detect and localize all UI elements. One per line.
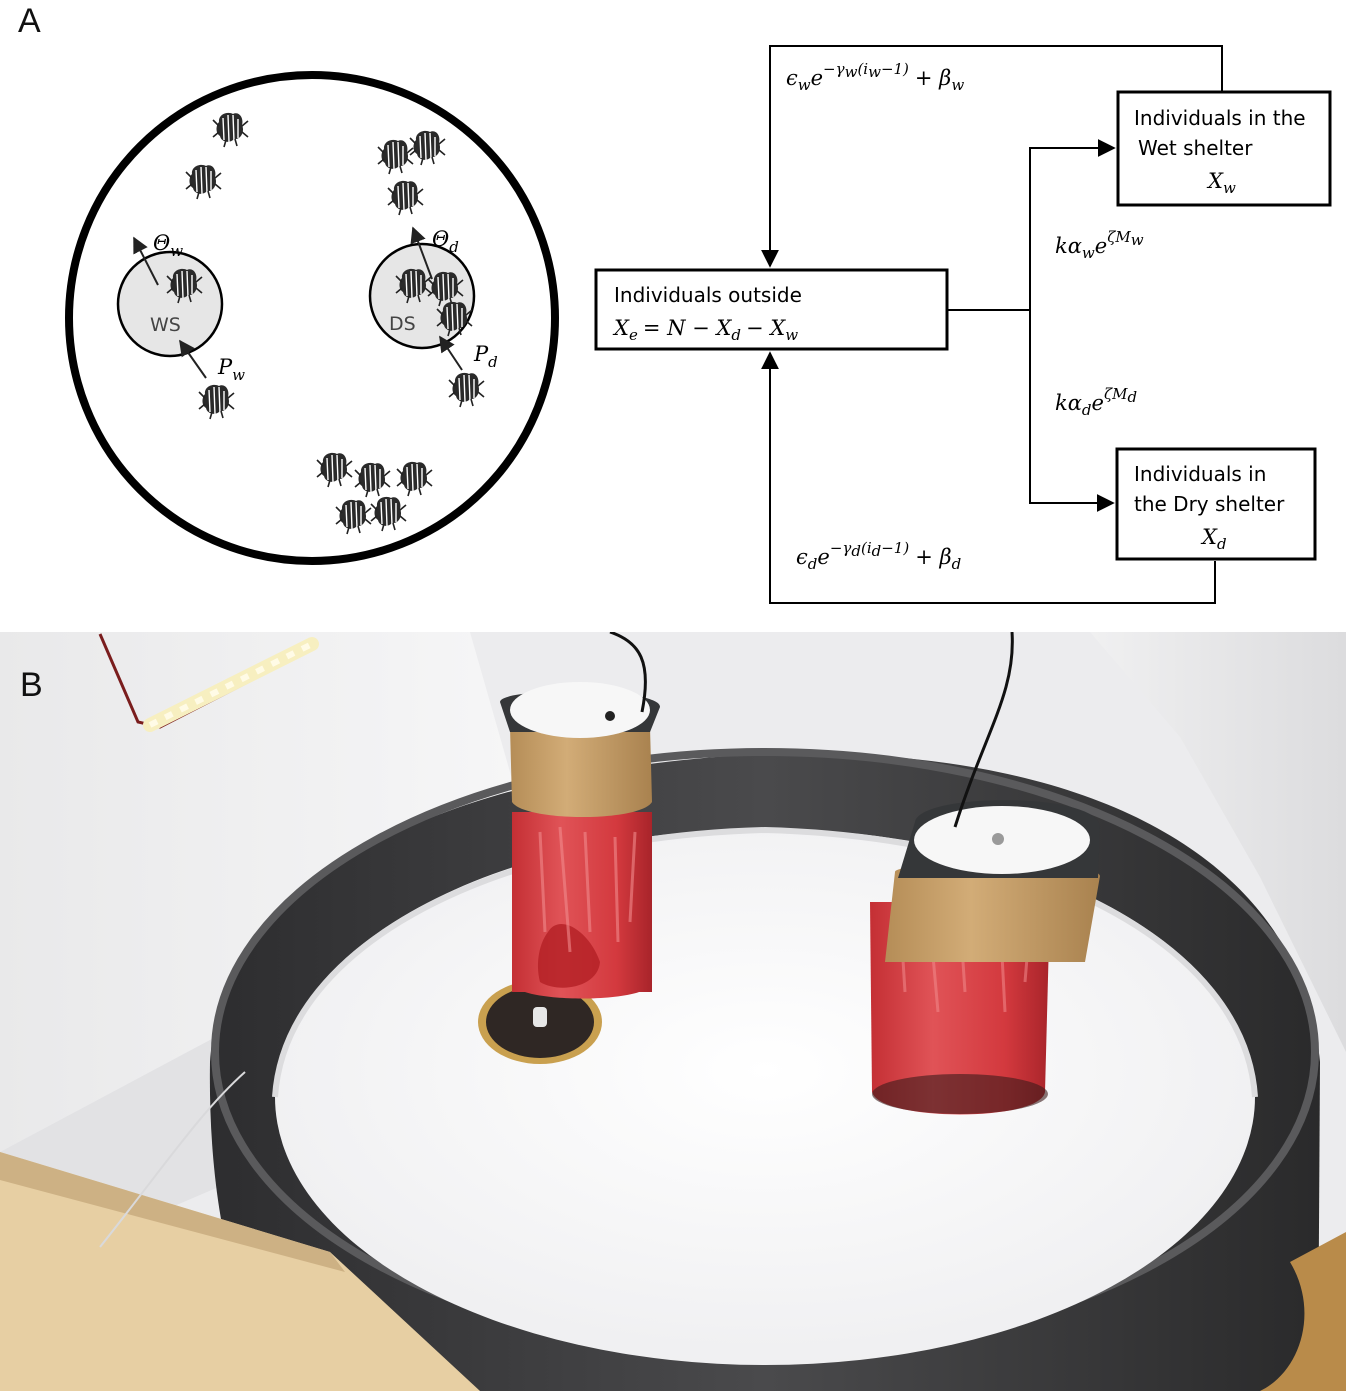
cable-right — [953, 632, 1014, 828]
dry-shelter-tube — [870, 632, 1100, 1115]
box-wet-shelter — [1116, 90, 1332, 207]
hole-plug — [533, 1007, 547, 1027]
led-lights — [148, 641, 314, 728]
box-wet-line1: Individuals in the — [1134, 106, 1306, 130]
left-wall — [0, 632, 520, 1152]
rate-leave-dry: ϵde−γd(id−1)+ βd — [796, 539, 961, 573]
wet-shelter-tube — [500, 632, 660, 999]
box-dry-line1: Individuals in — [1134, 462, 1266, 486]
tape-left — [510, 727, 652, 817]
box-wet-line2: Wet shelter — [1138, 136, 1253, 160]
panel-a-letter: A — [18, 2, 41, 40]
dry-shelter-label: DS — [389, 313, 416, 335]
flow-outside-to-dry — [1029, 310, 1115, 512]
box-outside-line1: Individuals outside — [614, 283, 802, 307]
rate-leave-wet: ϵwe−γw(iw−1)+ βw — [786, 60, 964, 94]
flow-dry-to-outside — [761, 351, 1216, 604]
wooden-board-edge — [0, 1152, 345, 1272]
panel-b-letter: B — [20, 666, 43, 704]
rate-enter-dry: kαdeζMd — [1055, 385, 1137, 419]
theta-d-arrow — [410, 226, 433, 280]
theta-w-label: Θw — [153, 231, 183, 260]
box-wet-line3: Xw — [1206, 169, 1236, 197]
red-drip — [537, 923, 600, 988]
p-w-label: Pw — [217, 355, 245, 384]
box-dry-line3: Xd — [1200, 525, 1227, 553]
cap-top-left — [510, 682, 650, 738]
box-outside-line2: Xe= N − Xd− Xw — [612, 316, 798, 344]
dry-shelter: DS — [368, 242, 476, 350]
box-dry-shelter — [1115, 447, 1317, 561]
arena-inner-edge — [272, 826, 1258, 1098]
tape-right — [885, 863, 1100, 962]
power-cable — [99, 1071, 246, 1248]
cable-left — [609, 632, 647, 713]
flow-outside-to-wet — [1029, 139, 1116, 310]
screw-right — [992, 833, 1004, 845]
theta-w-arrow — [133, 236, 159, 286]
wooden-arc — [1260, 1232, 1346, 1391]
wet-shelter: WS — [116, 250, 224, 358]
theta-d-label: Θd — [432, 227, 459, 256]
arena-circle — [65, 71, 559, 565]
panel-a-diagram: WS DS Θw Pw Θd Pd In — [65, 45, 1332, 604]
panel-b-photo — [0, 632, 1346, 1391]
rate-enter-wet: kαweζMw — [1055, 228, 1144, 262]
wet-shelter-label: WS — [150, 314, 181, 336]
p-d-label: Pd — [473, 342, 498, 371]
box-dry-line2: the Dry shelter — [1134, 492, 1285, 516]
p-d-arrow — [439, 335, 463, 371]
right-wall — [1090, 632, 1346, 1052]
p-w-arrow — [179, 339, 207, 379]
screw-left — [605, 711, 615, 721]
flow-wet-to-outside — [761, 45, 1223, 268]
